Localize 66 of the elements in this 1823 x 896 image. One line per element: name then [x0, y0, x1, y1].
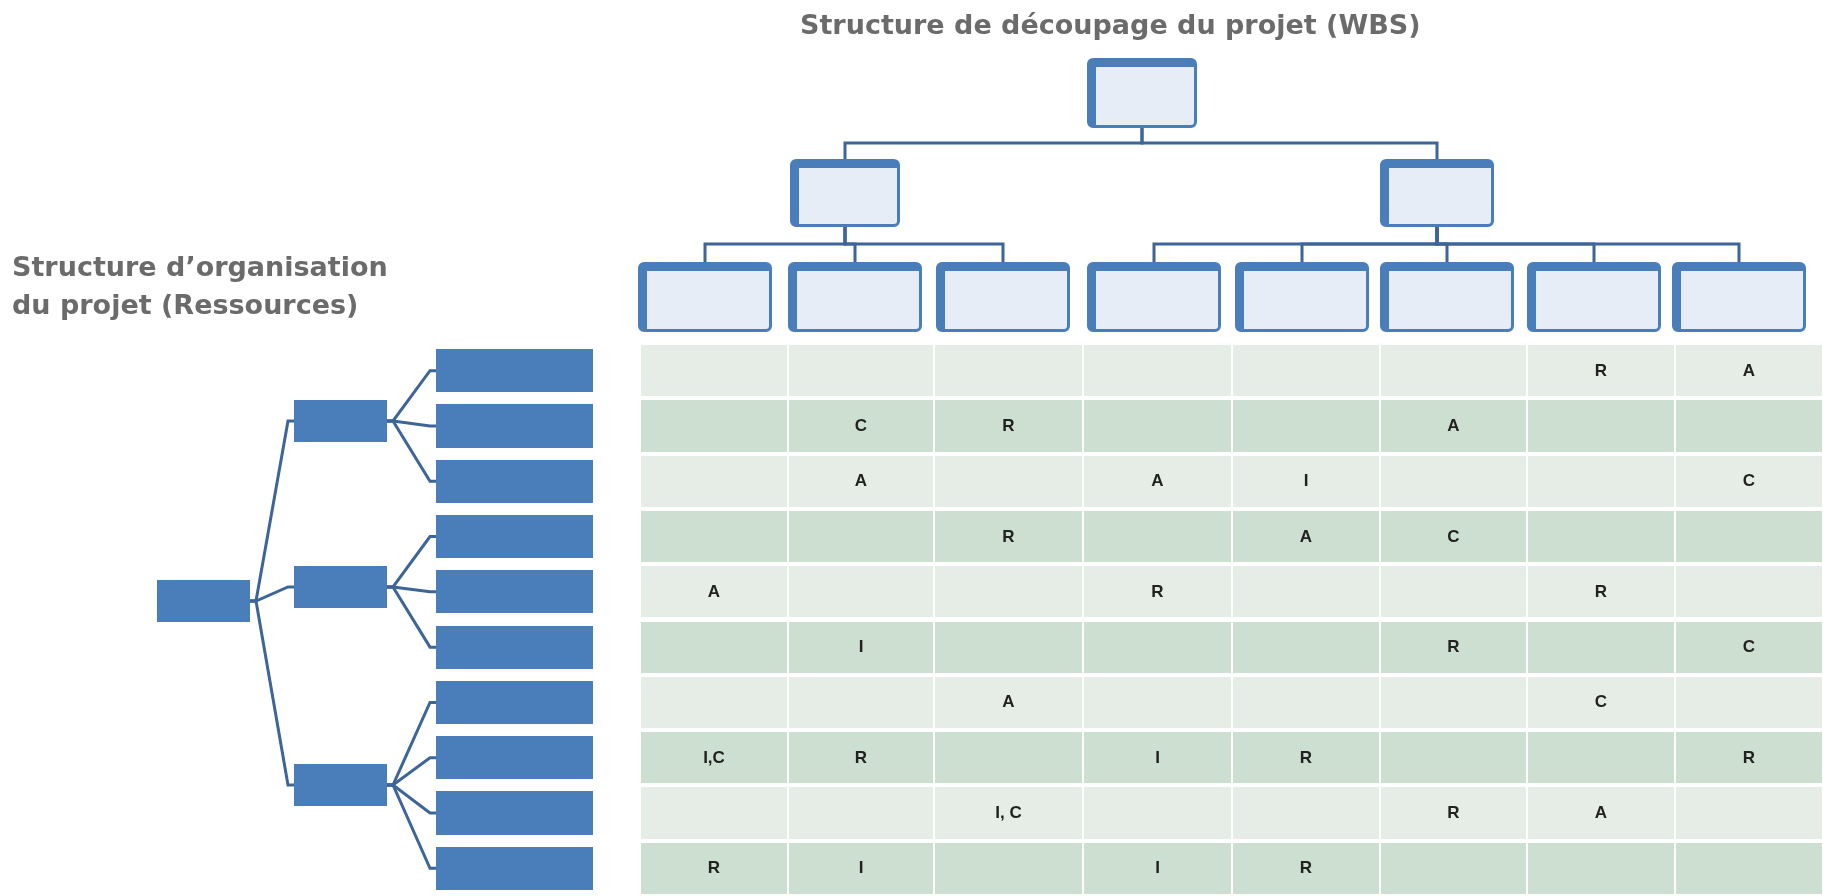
- table-cell: C: [1676, 621, 1822, 673]
- wbs-box: [936, 262, 1070, 332]
- resource-box: [436, 736, 593, 780]
- wbs-box: [790, 159, 900, 227]
- table-cell: A: [641, 566, 787, 618]
- wbs-box: [1380, 159, 1494, 227]
- resource-box: [436, 570, 593, 614]
- resource-box: [436, 514, 593, 559]
- resource-box: [294, 764, 387, 806]
- table-cell: A: [935, 676, 1082, 729]
- connector-line: [250, 599, 294, 787]
- section-heading: Structure de découpage du projet (WBS): [800, 8, 1422, 42]
- table-cell: R: [1381, 787, 1526, 839]
- wbs-box: [1235, 262, 1369, 332]
- table-cell: R: [1528, 345, 1674, 397]
- table-cell: I: [789, 621, 933, 673]
- connector-line: [387, 419, 436, 483]
- resource-box: [436, 349, 593, 393]
- table-cell: A: [1084, 455, 1231, 507]
- table-cell: R: [1084, 566, 1231, 618]
- resource-box: [436, 680, 593, 725]
- table-cell: A: [1233, 510, 1379, 563]
- table-cell: R: [641, 842, 787, 894]
- resource-box: [436, 625, 593, 669]
- wbs-box: [1087, 262, 1221, 332]
- resource-box: [436, 791, 593, 835]
- connector-line: [387, 783, 436, 870]
- table-cell: A: [1676, 345, 1822, 397]
- resource-box: [294, 566, 387, 608]
- table-cell: R: [1676, 732, 1822, 784]
- resource-box: [157, 580, 250, 622]
- section-heading: Structure d’organisation du projet (Ressources): [12, 250, 389, 322]
- table-cell: R: [1233, 732, 1379, 784]
- wbs-box: [1087, 58, 1197, 128]
- table-cell: A: [789, 455, 933, 507]
- connector-line: [1435, 227, 1741, 262]
- wbs-box: [1380, 262, 1514, 332]
- resource-box: [436, 404, 593, 448]
- table-cell: A: [1528, 787, 1674, 839]
- connector-line: [387, 585, 436, 649]
- table-cell: I,C: [641, 732, 787, 784]
- resource-box: [436, 846, 593, 890]
- table-cell: R: [935, 510, 1082, 563]
- table-cell: A: [1381, 400, 1526, 452]
- table-cell: C: [1381, 510, 1526, 563]
- connector-line: [843, 227, 1005, 262]
- resource-box: [436, 459, 593, 503]
- wbs-box: [638, 262, 772, 332]
- wbs-box: [1527, 262, 1661, 332]
- table-cell: C: [1528, 676, 1674, 729]
- table-cell: I: [1084, 842, 1231, 894]
- table-cell: R: [1528, 566, 1674, 618]
- table-cell: R: [935, 400, 1082, 452]
- table-cell: R: [789, 732, 933, 784]
- wbs-box: [1672, 262, 1806, 332]
- table-cell: C: [789, 400, 933, 452]
- resource-box: [294, 400, 387, 442]
- table-cell: R: [1233, 842, 1379, 894]
- table-cell: I, C: [935, 787, 1082, 839]
- table-cell: C: [1676, 455, 1822, 507]
- table-cell: I: [1084, 732, 1231, 784]
- table-cell: I: [1233, 455, 1379, 507]
- table-cell: I: [789, 842, 933, 894]
- connector-line: [1140, 128, 1439, 159]
- table-cell: R: [1381, 621, 1526, 673]
- wbs-box: [788, 262, 922, 332]
